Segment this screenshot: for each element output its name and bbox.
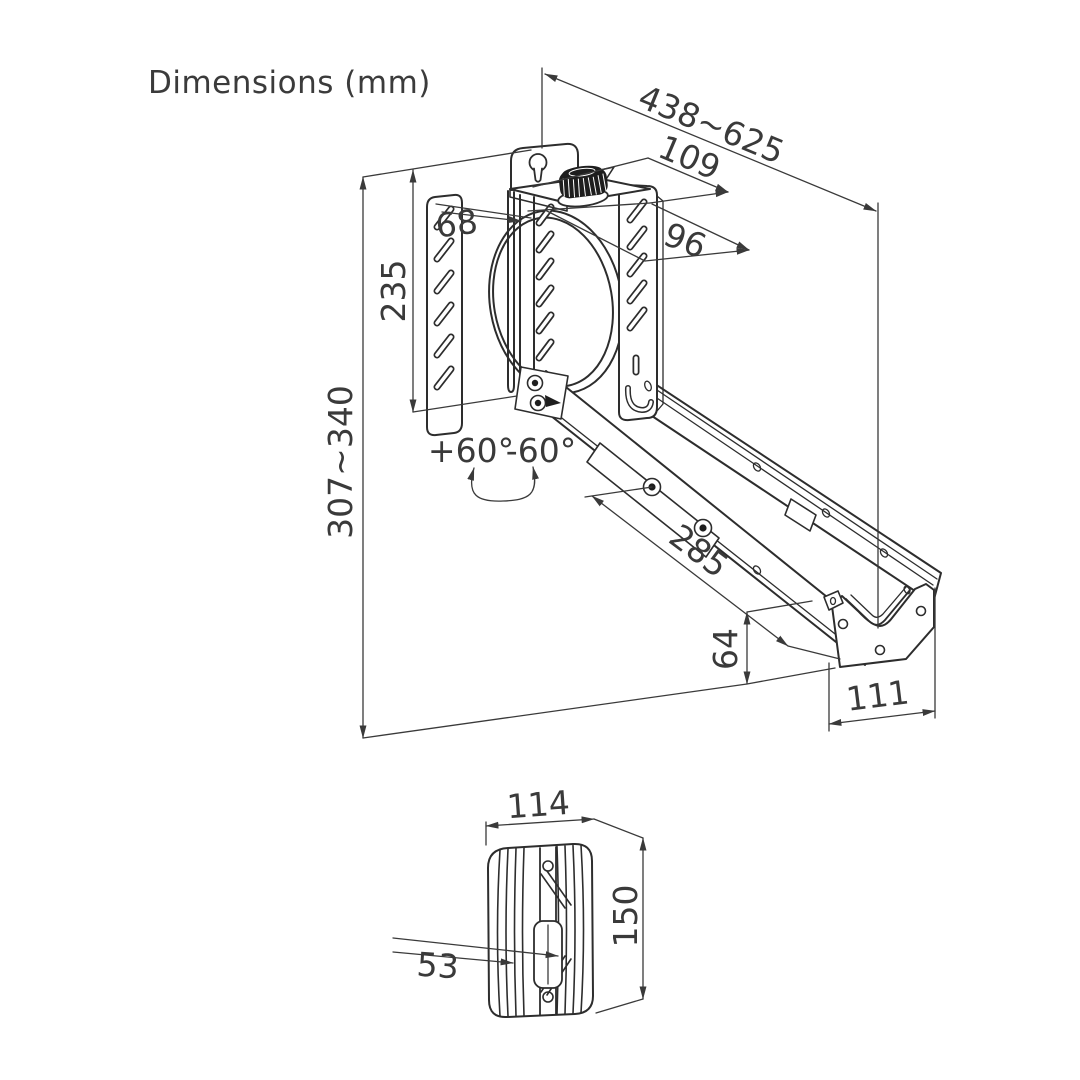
dim-plate-depth-lines bbox=[527, 157, 729, 212]
keyhole bbox=[528, 153, 548, 172]
inner-flange-slots bbox=[535, 203, 555, 362]
left-plate-slots bbox=[433, 205, 455, 391]
dim-hook-height: 64 bbox=[706, 628, 745, 670]
dim-profile-height-lines bbox=[595, 837, 647, 1014]
dim-hole-spacing-lines bbox=[544, 203, 750, 262]
dim-extension-range-lines bbox=[541, 67, 879, 629]
dim-profile-width: 114 bbox=[505, 783, 571, 826]
left-side-plate bbox=[426, 193, 463, 437]
end-hook-bracket bbox=[823, 583, 935, 668]
dim-hook-depth-lines bbox=[828, 587, 936, 732]
dim-wall-plate-width-lines bbox=[435, 203, 532, 224]
dim-channel-depth: 53 bbox=[415, 945, 460, 987]
label-tilt-positive: +60° bbox=[428, 431, 514, 470]
hook-tab bbox=[823, 590, 844, 611]
pivot-plate bbox=[514, 366, 569, 420]
side-profile-drawing bbox=[487, 842, 594, 1019]
tilt-rotation-arrow bbox=[467, 466, 539, 502]
dim-bracket-height: 235 bbox=[374, 260, 413, 323]
dim-wall-plate-width: 68 bbox=[433, 202, 479, 246]
dim-channel-depth-lines bbox=[392, 937, 559, 966]
dim-rail-span-lines bbox=[584, 486, 841, 660]
dim-bracket-height-lines bbox=[362, 149, 532, 413]
dim-profile-height: 150 bbox=[606, 885, 645, 948]
dim-overall-height: 307~340 bbox=[321, 385, 360, 539]
page-title: Dimensions (mm) bbox=[148, 65, 431, 101]
dim-hook-depth: 111 bbox=[844, 672, 911, 718]
dimension-lines bbox=[359, 67, 936, 1014]
label-tilt-negative: -60° bbox=[506, 431, 576, 470]
dim-hook-height-lines bbox=[743, 600, 813, 685]
right-side-plate bbox=[618, 184, 664, 422]
dim-profile-width-lines bbox=[485, 816, 644, 846]
